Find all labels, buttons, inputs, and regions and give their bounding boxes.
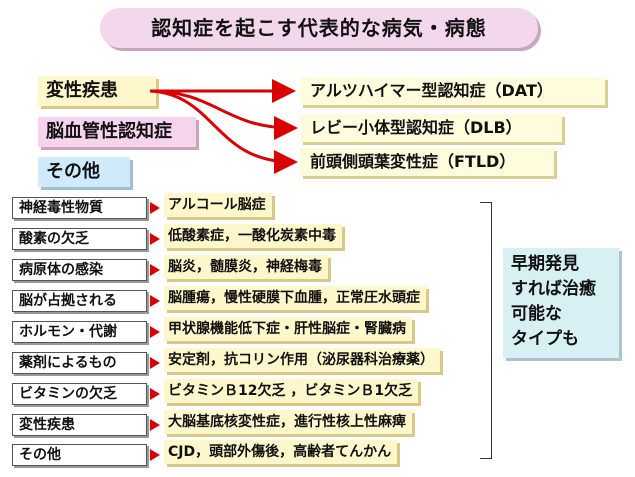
red-arrow-icon [150,233,160,245]
disease-dat: アルツハイマー型認知症（DAT） [300,77,605,105]
red-arrow-icon [150,388,160,400]
category-vascular: 脳血管性認知症 [38,117,196,147]
red-arrow-icon [150,326,160,338]
cause-label-other: その他 [12,444,147,466]
disease-dlb: レビー小体型認知症（DLB） [300,114,562,142]
cause-label-vitamin: ビタミンの欠乏 [12,383,147,405]
cause-label-hypoxia: 酸素の欠乏 [12,228,147,250]
cause-example-hormone: 甲状腺機能低下症・肝性脳症・腎臓病 [164,317,412,341]
cause-example-neurotoxin: アルコール脳症 [164,193,272,217]
arrow-to-ftld [149,89,298,174]
cause-label-neurotoxin: 神経毒性物質 [12,197,147,219]
arrow-to-dlb [149,89,298,140]
red-arrow-icon [150,419,160,431]
note-line: タイプも [511,329,579,349]
red-arrow-icon [150,202,160,214]
cause-example-other: CJD，頭部外傷後，高齢者てんかん [164,440,398,464]
page-title: 認知症を起こす代表的な病気・病態 [100,8,538,48]
category-other: その他 [38,157,130,187]
curable-bracket [480,202,492,459]
cause-example-infection: 脳炎，髄膜炎，神経梅毒 [164,255,328,279]
disease-ftld: 前頭側頭葉変性症（FTLD） [300,148,554,176]
cause-example-hypoxia: 低酸素症，一酸化炭素中毒 [164,224,342,248]
note-line: すれば治癒 [511,279,596,299]
category-degenerative: 変性疾患 [38,76,156,106]
cause-example-mass: 脳腫瘍，慢性硬膜下血腫，正常圧水頭症 [164,286,426,310]
red-arrow-icon [150,264,160,276]
cause-label-hormone: ホルモン・代謝 [12,321,147,343]
red-arrow-icon [150,295,160,307]
curable-note: 早期発見 すれば治癒 可能な タイプも [503,248,619,358]
red-arrow-icon [150,449,160,461]
cause-example-vitamin: ビタミンＢ12欠乏 ，ビタミンＢ1欠乏 [164,379,419,403]
cause-example-drug: 安定剤，抗コリン作用（泌尿器科治療薬） [164,348,440,372]
red-arrow-icon [150,357,160,369]
cause-label-drug: 薬剤によるもの [12,352,147,374]
cause-label-infection: 病原体の感染 [12,259,147,281]
cause-example-degenerative: 大脳基底核変性症，進行性核上性麻痺 [164,410,412,434]
note-line: 可能な [511,304,562,324]
cause-label-mass: 脳が占拠される [12,290,147,312]
cause-label-degenerative: 変性疾患 [12,414,147,436]
note-line: 早期発見 [511,254,579,274]
